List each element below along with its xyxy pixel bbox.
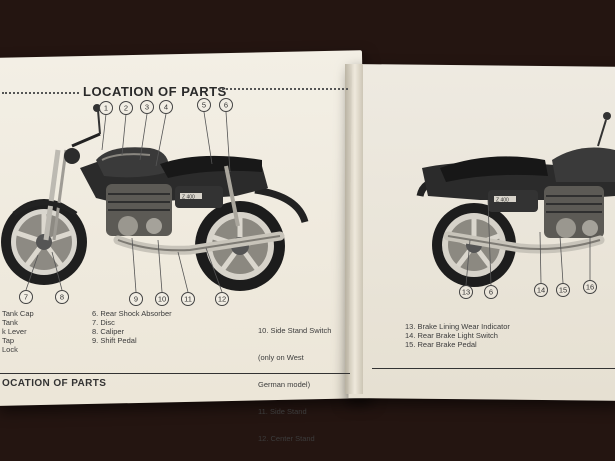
parts-list-col3: 10. Side Stand Switch (only on West Germ… xyxy=(258,308,331,461)
callout-1: 1 xyxy=(99,101,113,115)
list-item: German model) xyxy=(258,380,311,389)
callout-3: 3 xyxy=(140,100,154,114)
svg-text:10: 10 xyxy=(158,295,166,304)
list-item: k Lever xyxy=(2,327,27,336)
svg-text:15: 15 xyxy=(559,286,567,295)
callout-6-right: 6 xyxy=(484,285,498,299)
left-callouts: 1 2 3 4 5 6 7 8 9 10 11 12 xyxy=(19,98,233,306)
list-item: 9. Shift Pedal xyxy=(92,336,137,345)
svg-text:1: 1 xyxy=(104,104,108,113)
book-spine xyxy=(345,64,363,394)
footer-rule-right xyxy=(372,368,615,369)
callout-15: 15 xyxy=(556,283,570,297)
callout-10: 10 xyxy=(155,292,169,306)
svg-text:6: 6 xyxy=(489,288,493,297)
parts-list-fragment: Tank Cap Tank k Lever Tap Lock xyxy=(2,309,34,354)
svg-text:2: 2 xyxy=(124,104,128,113)
left-badge-text: Z 400 xyxy=(182,195,195,201)
right-leader-lines xyxy=(465,199,591,286)
callout-12: 12 xyxy=(215,292,229,306)
callout-6: 6 xyxy=(219,98,233,112)
right-engine xyxy=(544,186,604,238)
list-item: Lock xyxy=(2,345,18,354)
callout-13: 13 xyxy=(459,285,473,299)
svg-text:11: 11 xyxy=(184,295,192,304)
list-item: 14. Rear Brake Light Switch xyxy=(405,331,498,340)
front-fork xyxy=(43,149,61,241)
handlebar xyxy=(71,132,101,148)
callout-9: 9 xyxy=(129,292,143,306)
svg-text:4: 4 xyxy=(164,103,168,112)
svg-text:5: 5 xyxy=(202,101,206,110)
svg-text:3: 3 xyxy=(145,103,149,112)
seat xyxy=(160,155,262,178)
footer-title: OCATION OF PARTS xyxy=(2,378,107,389)
svg-text:8: 8 xyxy=(60,293,64,302)
page-heading: LOCATION OF PARTS xyxy=(83,84,227,99)
left-leader-lines xyxy=(25,111,231,293)
right-fuel-tank xyxy=(552,147,615,182)
right-seat xyxy=(440,156,548,182)
list-item: 7. Disc xyxy=(92,318,115,327)
list-item: 10. Side Stand Switch xyxy=(258,326,332,335)
rear-shock xyxy=(224,165,240,227)
svg-text:6: 6 xyxy=(224,101,228,110)
parts-list-right: 13. Brake Lining Wear Indicator 14. Rear… xyxy=(405,322,510,349)
fuel-tank xyxy=(96,147,169,178)
front-wheel xyxy=(1,199,87,285)
list-item: 12. Center Stand xyxy=(258,434,315,443)
left-badge-plate xyxy=(180,193,202,199)
svg-text:7: 7 xyxy=(24,293,28,302)
right-callouts: 13 6 14 15 16 xyxy=(459,280,597,299)
callout-7: 7 xyxy=(19,290,33,304)
callout-2: 2 xyxy=(119,101,133,115)
list-item: 13. Brake Lining Wear Indicator xyxy=(405,322,510,331)
svg-text:12: 12 xyxy=(218,295,226,304)
svg-text:14: 14 xyxy=(537,286,545,295)
parts-list-col2: 6. Rear Shock Absorber 7. Disc 8. Calipe… xyxy=(92,309,172,345)
list-item: Tank Cap xyxy=(2,309,34,318)
engine xyxy=(106,184,172,236)
right-badge-text: Z 400 xyxy=(496,198,509,204)
list-item: 15. Rear Brake Pedal xyxy=(405,340,477,349)
right-badge-plate xyxy=(494,196,516,202)
footer-rule-left xyxy=(0,373,350,374)
list-item: Tap xyxy=(2,336,15,345)
list-item: 8. Caliper xyxy=(92,327,125,336)
callout-5: 5 xyxy=(197,98,211,112)
left-motorcycle-illustration: Z 400 xyxy=(1,104,309,291)
list-item: Tank xyxy=(2,318,18,327)
callout-16: 16 xyxy=(583,280,597,294)
callout-8: 8 xyxy=(55,290,69,304)
svg-text:16: 16 xyxy=(586,283,594,292)
callout-14: 14 xyxy=(534,283,548,297)
right-motorcycle-illustration: Z 400 xyxy=(416,112,615,287)
list-item: 11. Side Stand xyxy=(258,407,307,416)
list-item: 6. Rear Shock Absorber xyxy=(92,309,172,318)
heading-dots-right xyxy=(218,88,348,90)
svg-text:13: 13 xyxy=(462,288,470,297)
callout-11: 11 xyxy=(181,292,195,306)
heading-dots-left xyxy=(2,92,79,94)
list-item: (only on West xyxy=(258,353,304,362)
svg-text:9: 9 xyxy=(134,295,138,304)
callout-4: 4 xyxy=(159,100,173,114)
headlight xyxy=(64,148,80,164)
